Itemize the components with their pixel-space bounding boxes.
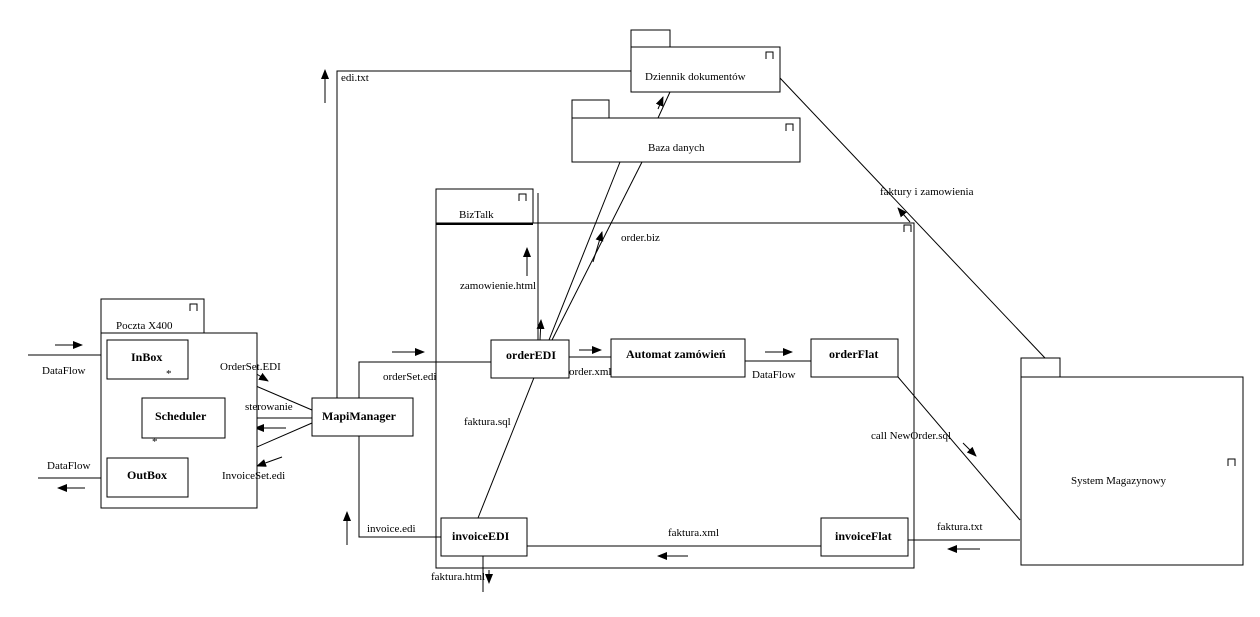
- label-invoice-edi: invoice.edi: [367, 523, 416, 535]
- label-faktura-html: faktura.html: [431, 571, 485, 583]
- package-dziennik-label: Dziennik dokumentów: [645, 71, 746, 83]
- mapimanager-label: MapiManager: [322, 409, 397, 423]
- package-system-magazynowy: System Magazynowy: [1020, 357, 1244, 566]
- label-star-outbox: *: [152, 436, 158, 448]
- scheduler-label: Scheduler: [155, 409, 207, 423]
- label-call-neworder: call NewOrder.sql: [871, 430, 951, 442]
- component-orderedi[interactable]: orderEDI: [490, 339, 570, 379]
- label-faktura-sql: faktura.sql: [464, 416, 511, 428]
- label-star-inbox: *: [166, 368, 172, 380]
- orderflat-label: orderFlat: [829, 347, 878, 361]
- label-order-biz: order.biz: [621, 232, 660, 244]
- package-poczta-label: Poczta X400: [116, 320, 173, 332]
- label-sterowanie: sterowanie: [245, 401, 293, 413]
- package-biztalk: BizTalk: [435, 188, 915, 569]
- automat-label: Automat zamówień: [626, 347, 726, 361]
- label-invoiceset-edi: InvoiceSet.edi: [222, 470, 285, 482]
- package-dziennik-dokumentow: Dziennik dokumentów: [630, 29, 781, 93]
- package-baza-label: Baza danych: [648, 142, 705, 154]
- invoiceedi-label: invoiceEDI: [452, 529, 510, 543]
- component-scheduler[interactable]: Scheduler: [141, 397, 226, 439]
- connection-labels: DataFlow DataFlow * * OrderSet.EDI stero…: [42, 72, 983, 583]
- label-faktury-zamowienia: faktury i zamowienia: [880, 186, 974, 198]
- label-faktura-txt: faktura.txt: [937, 521, 983, 533]
- label-edi-txt: edi.txt: [341, 72, 369, 84]
- label-order-xml: order.xml: [569, 366, 611, 378]
- component-orderflat[interactable]: orderFlat: [810, 338, 899, 378]
- component-inbox[interactable]: InBox: [106, 339, 189, 380]
- label-orderset-edi: orderSet.edi: [383, 371, 436, 383]
- label-dataflow-in: DataFlow: [42, 365, 85, 377]
- label-faktura-xml: faktura.xml: [668, 527, 719, 539]
- invoiceflat-label: invoiceFlat: [835, 529, 892, 543]
- label-zamowienie-html: zamowienie.html: [460, 280, 536, 292]
- direction-arrows: [55, 69, 980, 584]
- inbox-label: InBox: [131, 350, 162, 364]
- component-automat-zamowien[interactable]: Automat zamówień: [610, 338, 746, 378]
- component-invoiceedi[interactable]: invoiceEDI: [440, 517, 528, 557]
- component-outbox[interactable]: OutBox: [106, 457, 189, 498]
- label-dataflow-mid: DataFlow: [752, 369, 795, 381]
- outbox-label: OutBox: [127, 468, 167, 482]
- label-dataflow-out: DataFlow: [47, 460, 90, 472]
- component-invoiceflat[interactable]: invoiceFlat: [820, 517, 909, 557]
- orderedi-label: orderEDI: [506, 348, 556, 362]
- label-orderset-edi-upper: OrderSet.EDI: [220, 361, 281, 373]
- package-biztalk-label: BizTalk: [459, 209, 494, 221]
- component-mapimanager[interactable]: MapiManager: [311, 397, 414, 437]
- package-baza-danych: Baza danych: [571, 99, 801, 163]
- package-system-label: System Magazynowy: [1071, 475, 1167, 487]
